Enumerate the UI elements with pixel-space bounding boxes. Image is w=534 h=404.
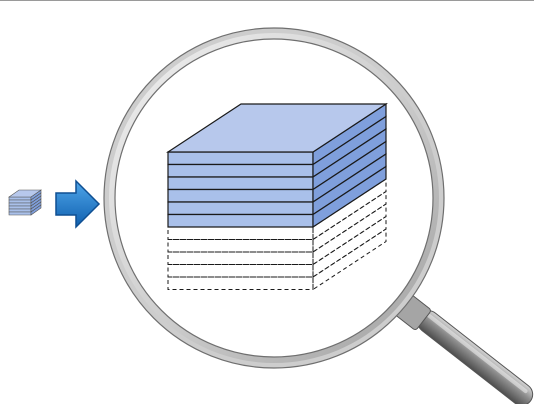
stack-top-face bbox=[165, 103, 389, 153]
layer-side bbox=[312, 165, 387, 229]
magnifier-handle bbox=[392, 292, 534, 404]
dashed-layer-front bbox=[167, 276, 314, 290]
small-layer-front bbox=[8, 196, 32, 201]
layer-front bbox=[167, 201, 314, 216]
layer-front bbox=[167, 163, 314, 178]
right-arrow-icon bbox=[55, 179, 101, 229]
layer-front bbox=[167, 176, 314, 191]
small-layer-front bbox=[8, 202, 32, 207]
small-layer-front bbox=[8, 211, 32, 216]
small-layer-front bbox=[8, 205, 32, 210]
small-layer-front bbox=[8, 208, 32, 213]
small-layer-front bbox=[8, 199, 32, 204]
dashed-layer-side bbox=[312, 228, 387, 291]
magnified-layer-stack bbox=[165, 102, 389, 291]
layer-front bbox=[167, 213, 314, 228]
top-divider bbox=[0, 0, 534, 1]
small-stack-top bbox=[8, 189, 42, 198]
layer-front bbox=[167, 151, 314, 166]
small-layer-stack-icon bbox=[8, 189, 42, 216]
layer-front bbox=[167, 188, 314, 203]
small-layer-side bbox=[30, 204, 42, 216]
